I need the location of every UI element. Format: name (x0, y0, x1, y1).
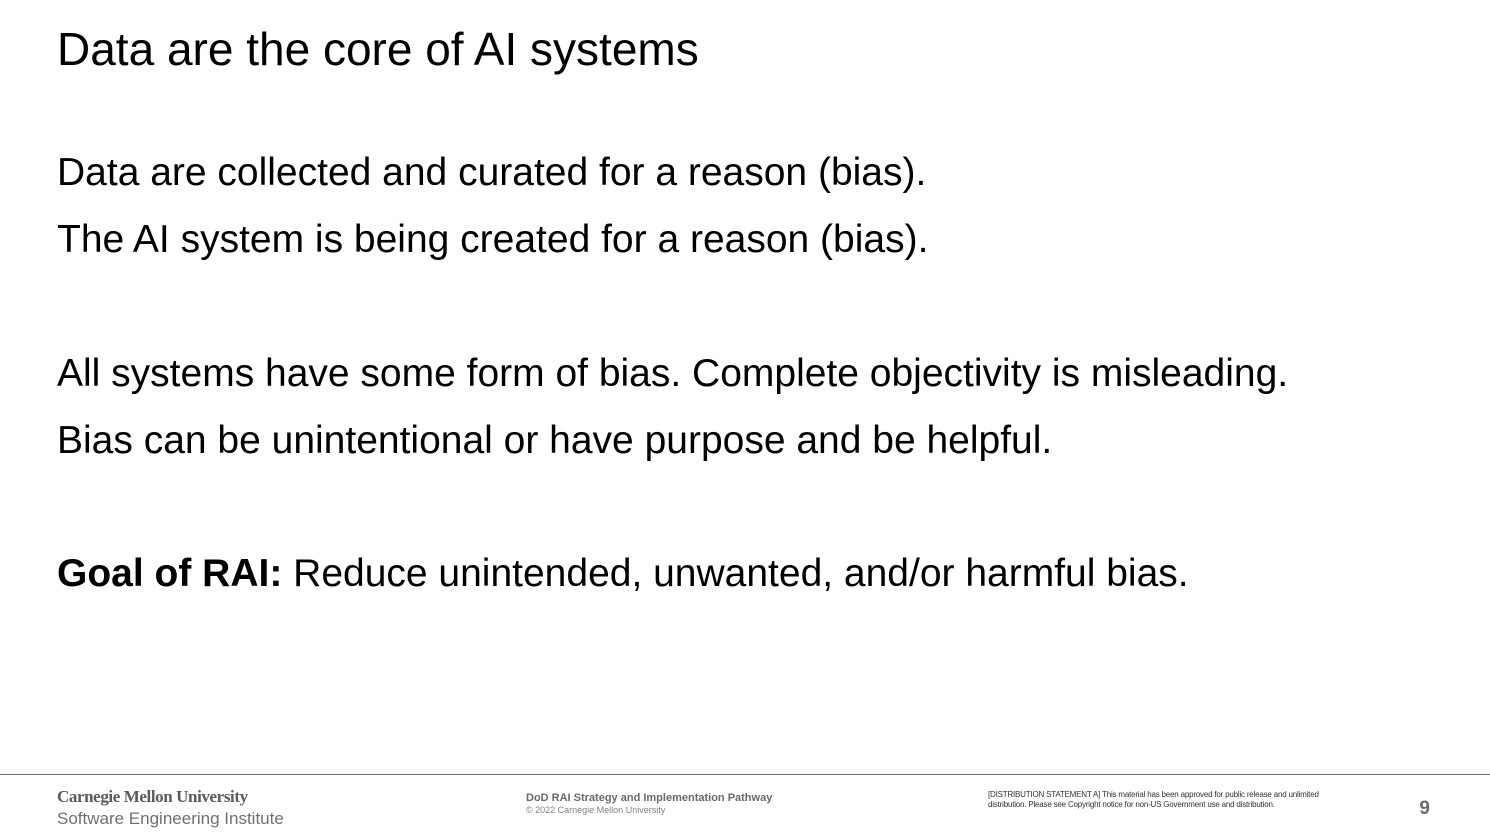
slide-title: Data are the core of AI systems (57, 23, 699, 75)
footer-divider (0, 774, 1490, 775)
body-line-all-systems-bias: All systems have some form of bias. Comp… (57, 352, 1289, 395)
distribution-statement: [DISTRIBUTION STATEMENT A] This material… (988, 790, 1319, 809)
goal-label: Goal of RAI: (57, 552, 283, 595)
goal-statement: Goal of RAI: Reduce unintended, unwanted… (57, 551, 1189, 597)
page-number: 9 (1419, 798, 1430, 819)
goal-text: Reduce unintended, unwanted, and/or harm… (282, 552, 1189, 595)
body-line-bias-unintentional: Bias can be unintentional or have purpos… (57, 419, 1053, 462)
footer-copyright: © 2022 Carnegie Mellon University (526, 805, 666, 815)
body-line-data-collected: Data are collected and curated for a rea… (57, 151, 927, 194)
sei-logo-wordmark: Software Engineering Institute (57, 809, 284, 828)
body-line-ai-system-created: The AI system is being created for a rea… (57, 218, 929, 261)
cmu-logo-wordmark: Carnegie Mellon University (57, 787, 248, 806)
footer-presentation-title: DoD RAI Strategy and Implementation Path… (526, 792, 773, 804)
